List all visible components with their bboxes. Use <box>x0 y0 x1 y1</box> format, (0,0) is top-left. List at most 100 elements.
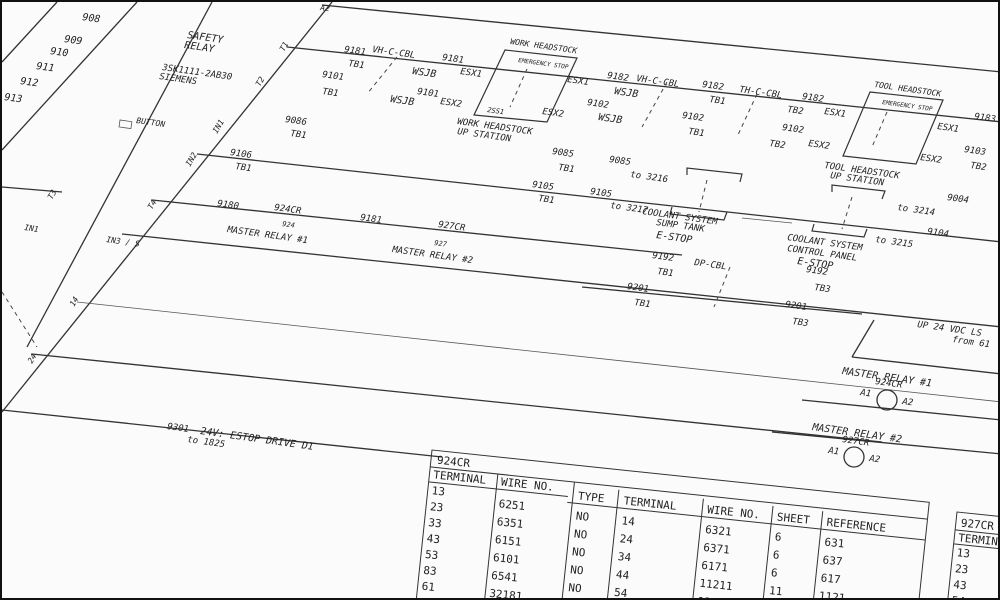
svg-text:ESX2: ESX2 <box>542 107 565 120</box>
svg-text:EMERGENCY STOP: EMERGENCY STOP <box>882 99 933 113</box>
svg-text:WSJB: WSJB <box>412 66 437 80</box>
svg-text:9180: 9180 <box>217 199 240 212</box>
svg-text:WORK HEADSTOCK: WORK HEADSTOCK <box>510 37 579 55</box>
svg-text:24: 24 <box>26 352 39 365</box>
svg-text:REFERENCE: REFERENCE <box>826 516 887 535</box>
svg-text:9181: 9181 <box>344 45 367 58</box>
svg-text:6351: 6351 <box>496 515 524 531</box>
svg-text:11211: 11211 <box>699 577 733 593</box>
svg-text:6171: 6171 <box>701 559 729 575</box>
svg-text:ESX1: ESX1 <box>460 67 483 80</box>
svg-text:WIRE NO.: WIRE NO. <box>500 475 554 493</box>
coil-927cr-icon <box>843 446 865 468</box>
svg-text:6101: 6101 <box>492 551 520 567</box>
table-924cr: 924CR TERMINAL WIRE NO. TYPE TERMINAL WI… <box>414 449 930 600</box>
svg-text:NO: NO <box>570 563 585 577</box>
svg-text:908: 908 <box>82 12 101 25</box>
svg-text:T3: T3 <box>46 188 59 201</box>
svg-text:13: 13 <box>431 484 446 498</box>
svg-text:UP 24 VDC LS: UP 24 VDC LS <box>917 320 983 339</box>
svg-text:TB1: TB1 <box>322 87 339 99</box>
svg-text:9192: 9192 <box>806 265 829 278</box>
svg-text:6541: 6541 <box>491 569 519 585</box>
svg-text:6: 6 <box>770 566 778 580</box>
svg-text:WSJB: WSJB <box>598 112 623 126</box>
svg-text:9103: 9103 <box>964 145 987 158</box>
svg-text:NO: NO <box>571 545 586 559</box>
svg-text:9183: 9183 <box>974 112 997 125</box>
svg-text:TB2: TB2 <box>769 139 786 151</box>
svg-text:909: 909 <box>64 34 83 47</box>
svg-text:54: 54 <box>613 586 628 600</box>
svg-text:MASTER RELAY #1: MASTER RELAY #1 <box>226 225 309 246</box>
svg-text:ESX2: ESX2 <box>808 139 831 152</box>
svg-text:to 3214: to 3214 <box>897 203 936 218</box>
svg-text:910: 910 <box>50 46 69 59</box>
coil-924cr-icon <box>876 389 898 411</box>
svg-text:9105: 9105 <box>532 180 555 193</box>
svg-text:WSJB: WSJB <box>614 86 639 100</box>
tool-headstock-estop: TOOL HEADSTOCK EMERGENCY STOP TOOL HEADS… <box>824 80 997 189</box>
svg-text:DP-CBL: DP-CBL <box>693 258 728 273</box>
svg-text:927CR: 927CR <box>960 517 995 533</box>
svg-text:IN3 / S: IN3 / S <box>106 235 141 249</box>
svg-text:A2: A2 <box>319 3 331 13</box>
svg-text:T4: T4 <box>146 198 159 211</box>
svg-text:A1: A1 <box>859 388 872 400</box>
table-927cr: 927CR TERMINAL 13 23 43 54 <box>945 511 998 598</box>
svg-text:913: 913 <box>4 92 23 105</box>
svg-text:924CR: 924CR <box>436 454 471 470</box>
svg-text:9181: 9181 <box>442 53 465 66</box>
svg-text:53: 53 <box>424 548 439 562</box>
rungs <box>2 46 998 458</box>
svg-text:9182: 9182 <box>702 80 725 93</box>
svg-text:TH-C-CBL: TH-C-CBL <box>739 85 783 101</box>
svg-text:9086: 9086 <box>285 115 308 128</box>
svg-text:6: 6 <box>774 530 782 544</box>
svg-text:A2: A2 <box>868 454 881 466</box>
svg-text:T1: T1 <box>278 40 291 53</box>
svg-text:TB1: TB1 <box>348 59 365 71</box>
svg-text:TB1: TB1 <box>657 267 674 279</box>
svg-text:924CR: 924CR <box>274 203 303 217</box>
svg-text:32181: 32181 <box>489 587 523 600</box>
svg-text:9182: 9182 <box>802 92 825 105</box>
top-rung-labels: 9181 TB1 VH-C-CBL 9181 WSJB ESX1 9101 TB… <box>285 45 483 141</box>
svg-text:33: 33 <box>428 516 443 530</box>
svg-text:TYPE: TYPE <box>577 490 605 506</box>
svg-text:TB1: TB1 <box>538 194 555 206</box>
svg-text:61: 61 <box>421 580 436 594</box>
safety-relay: SAFETY RELAY 3SK1111-2AB30 SIEMENS BUTTO… <box>24 3 331 365</box>
svg-text:9301: 9301 <box>167 422 190 435</box>
svg-text:9101: 9101 <box>417 87 440 100</box>
svg-text:SHEET: SHEET <box>776 510 811 526</box>
svg-text:9102: 9102 <box>587 98 610 111</box>
svg-text:617: 617 <box>820 571 841 586</box>
svg-text:23: 23 <box>954 562 969 576</box>
svg-text:ESX2: ESX2 <box>440 97 463 110</box>
svg-text:9192: 9192 <box>652 251 675 264</box>
svg-text:TERMINAL: TERMINAL <box>623 494 677 513</box>
svg-text:EMERGENCY STOP: EMERGENCY STOP <box>518 57 569 71</box>
svg-text:6321: 6321 <box>705 523 733 539</box>
svg-text:TERMINAL: TERMINAL <box>433 468 487 487</box>
svg-text:9102: 9102 <box>782 123 805 136</box>
svg-text:TB1: TB1 <box>558 163 575 175</box>
svg-text:13: 13 <box>956 546 971 560</box>
svg-text:9201: 9201 <box>785 300 808 313</box>
svg-text:34: 34 <box>617 550 632 564</box>
lower-rung-labels: 9192 TB1 DP-CBL 9192 TB3 9201 TB1 9201 T… <box>627 251 991 350</box>
svg-text:ESX1: ESX1 <box>937 122 960 135</box>
svg-text:SAFETY: SAFETY <box>187 30 225 46</box>
svg-text:NO: NO <box>568 581 583 595</box>
svg-text:9101: 9101 <box>322 70 345 83</box>
mid-rung-labels: 9182 VH-C-CBL WSJB 9102 WSJB 9182 TB1 TH… <box>587 71 847 152</box>
svg-text:9182: 9182 <box>607 71 630 84</box>
svg-text:9004: 9004 <box>947 193 970 206</box>
svg-text:2SS1: 2SS1 <box>487 106 505 116</box>
svg-text:TB3: TB3 <box>814 283 831 295</box>
svg-text:VH-C-CBL: VH-C-CBL <box>636 74 680 90</box>
svg-text:ESX1: ESX1 <box>824 107 847 120</box>
